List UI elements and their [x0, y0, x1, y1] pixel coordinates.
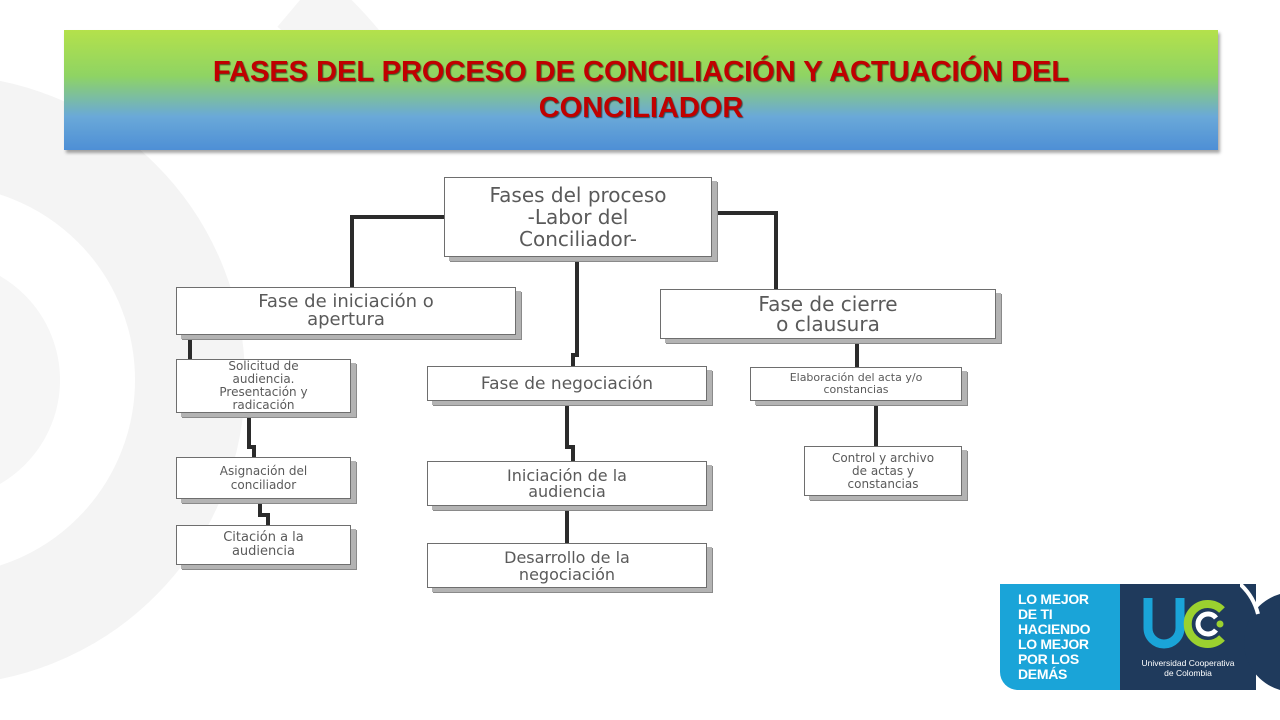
- slogan-line: LO MEJOR: [1018, 591, 1089, 607]
- node-phase-close: Fase de cierre o clausura: [660, 289, 996, 339]
- node-negotiation-step-1: Iniciación de la audiencia: [427, 461, 707, 506]
- process-flowchart: Fases del proceso -Labor del Conciliador…: [160, 165, 1010, 595]
- node-start-step-1: Solicitud de audiencia. Presentación y r…: [176, 359, 351, 413]
- logo-arc-decoration: [1240, 584, 1280, 690]
- connector-neg-step1: [565, 401, 575, 461]
- node-start-step-2: Asignación del conciliador: [176, 457, 351, 499]
- node-close-step-2: Control y archivo de actas y constancias: [804, 446, 962, 496]
- slogan-line: POR LOS: [1018, 651, 1079, 667]
- slogan-line: DE TI: [1018, 606, 1053, 622]
- logo-slogan-panel: LO MEJOR DE TI HACIENDO LO MEJOR POR LOS…: [1000, 584, 1120, 690]
- connector-root-close: [712, 211, 778, 289]
- university-logo: LO MEJOR DE TI HACIENDO LO MEJOR POR LOS…: [1000, 584, 1280, 720]
- connector-root-start: [350, 215, 444, 287]
- connector-root-negotiation: [571, 257, 579, 366]
- slide-title: FASES DEL PROCESO DE CONCILIACIÓN Y ACTU…: [212, 56, 1070, 124]
- slogan-line: LO MEJOR: [1018, 636, 1089, 652]
- node-start-step-3: Citación a la audiencia: [176, 525, 351, 565]
- node-phase-negotiation: Fase de negociación: [427, 366, 707, 401]
- logo-brand-panel: Universidad Cooperativa de Colombia: [1120, 584, 1256, 690]
- connector-lines: [188, 211, 878, 543]
- slogan-line: HACIENDO: [1018, 621, 1091, 637]
- node-negotiation-step-2: Desarrollo de la negociación: [427, 543, 707, 588]
- node-root: Fases del proceso -Labor del Conciliador…: [444, 177, 712, 257]
- title-banner: FASES DEL PROCESO DE CONCILIACIÓN Y ACTU…: [64, 30, 1218, 150]
- ucc-emblem-icon: [1143, 598, 1225, 649]
- node-phase-start: Fase de iniciación o apertura: [176, 287, 516, 335]
- university-name: Universidad Cooperativa de Colombia: [1141, 658, 1235, 678]
- connector-step2-step3: [258, 499, 270, 525]
- node-close-step-1: Elaboración del acta y/o constancias: [750, 367, 962, 401]
- connector-step1-step2: [247, 413, 256, 457]
- slogan-line: DEMÁS: [1018, 666, 1068, 682]
